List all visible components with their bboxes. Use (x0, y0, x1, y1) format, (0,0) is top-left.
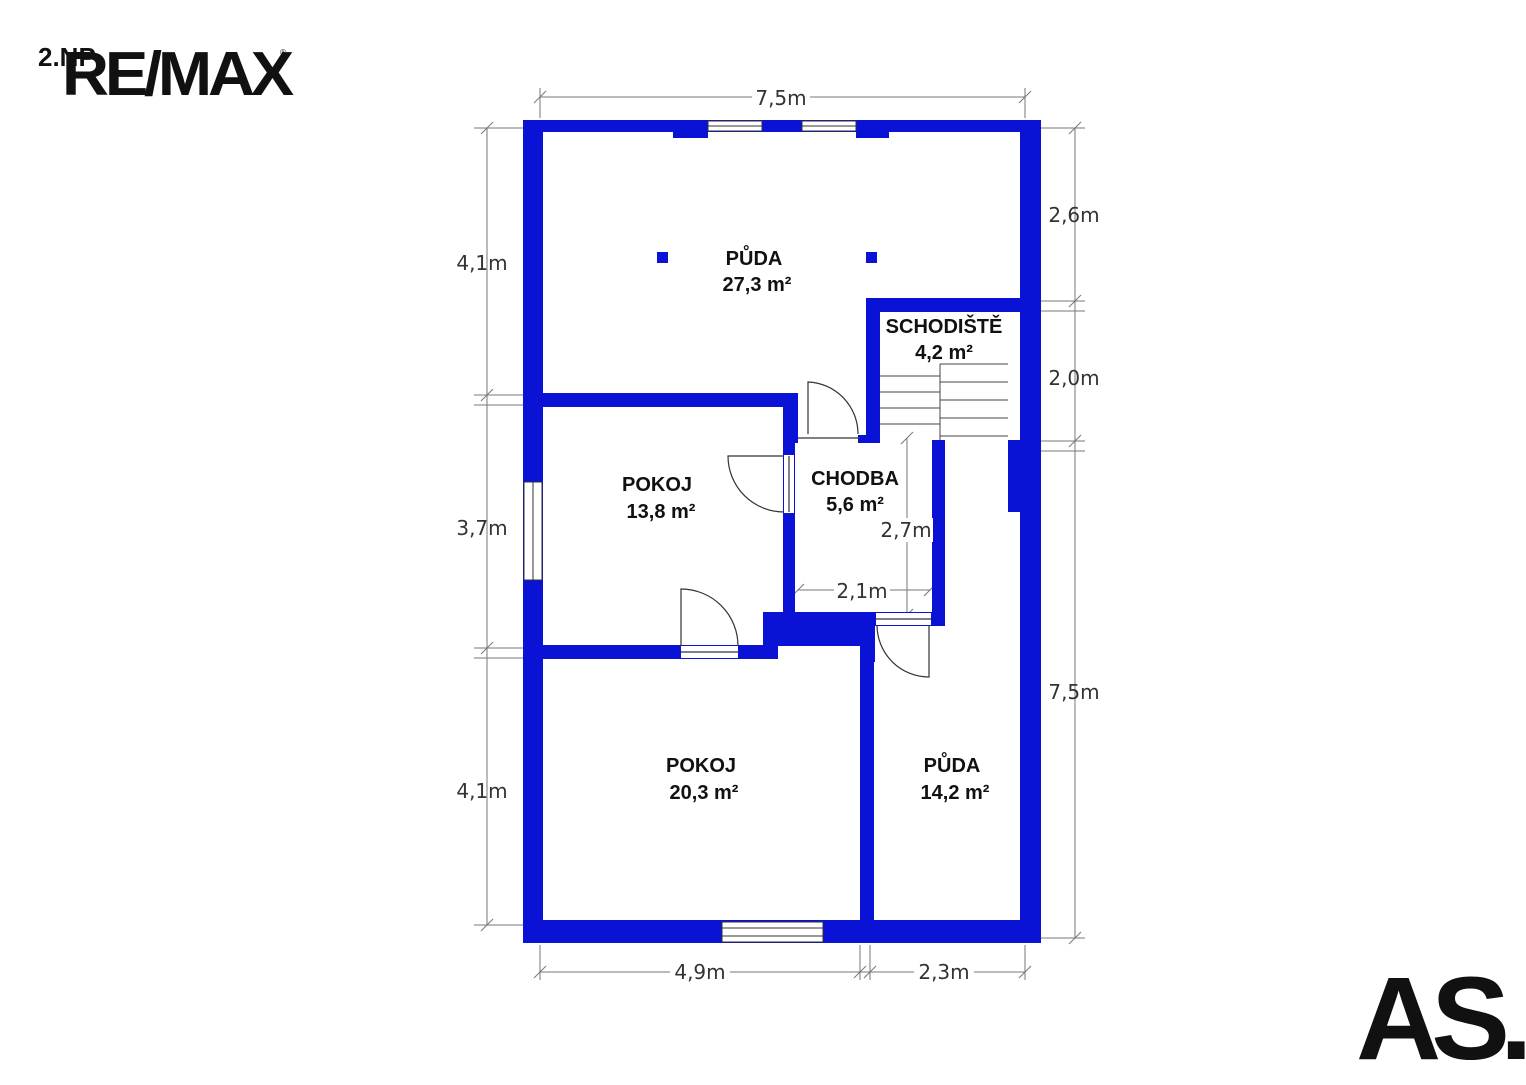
room-area-puda-top: 27,3 m² (723, 274, 792, 296)
dim-right-upper: 2,6m (1048, 203, 1099, 227)
dim-chodba-width: 2,1m (836, 579, 887, 603)
room-name-pokoj-2: POKOJ (666, 755, 736, 777)
room-area-schodiste: 4,2 m² (915, 342, 973, 364)
agency-logo: AS. (1356, 953, 1526, 1085)
room-area-pokoj-1: 13,8 m² (627, 501, 696, 523)
dim-right-middle: 2,0m (1048, 366, 1099, 390)
room-area-pokoj-2: 20,3 m² (670, 782, 739, 804)
windows (523, 120, 857, 943)
walls (523, 120, 1041, 943)
dim-bottom-right: 2,3m (918, 960, 969, 984)
remax-logo: RE/MAX (62, 40, 294, 109)
registered-mark: ® (280, 48, 286, 57)
stairs (880, 363, 1008, 440)
room-name-puda-top: PŮDA (726, 244, 783, 270)
doors (680, 381, 931, 678)
room-name-schodiste: SCHODIŠTĚ (886, 314, 1003, 338)
dim-chodba-height: 2,7m (880, 518, 931, 542)
room-name-puda-right: PŮDA (924, 751, 981, 777)
dimension-labels: 7,5m 4,1m 3,7m 4,1m 2,6m 2,0m 7,5m 4,9m … (456, 86, 1100, 984)
dim-left-lower: 4,1m (456, 779, 507, 803)
dim-right-lower: 7,5m (1048, 680, 1099, 704)
room-area-puda-right: 14,2 m² (921, 782, 990, 804)
room-name-pokoj-1: POKOJ (622, 474, 692, 496)
floor-label: 2.NP (38, 42, 96, 72)
room-area-chodba: 5,6 m² (826, 494, 884, 516)
dim-top: 7,5m (755, 86, 806, 110)
dim-left-middle: 3,7m (456, 516, 507, 540)
room-labels: PŮDA 27,3 m² SCHODIŠTĚ 4,2 m² POKOJ 13,8… (622, 244, 1002, 804)
dim-bottom-left: 4,9m (674, 960, 725, 984)
room-name-chodba: CHODBA (811, 468, 899, 490)
dimension-lines (474, 88, 1085, 980)
dim-left-upper: 4,1m (456, 251, 507, 275)
